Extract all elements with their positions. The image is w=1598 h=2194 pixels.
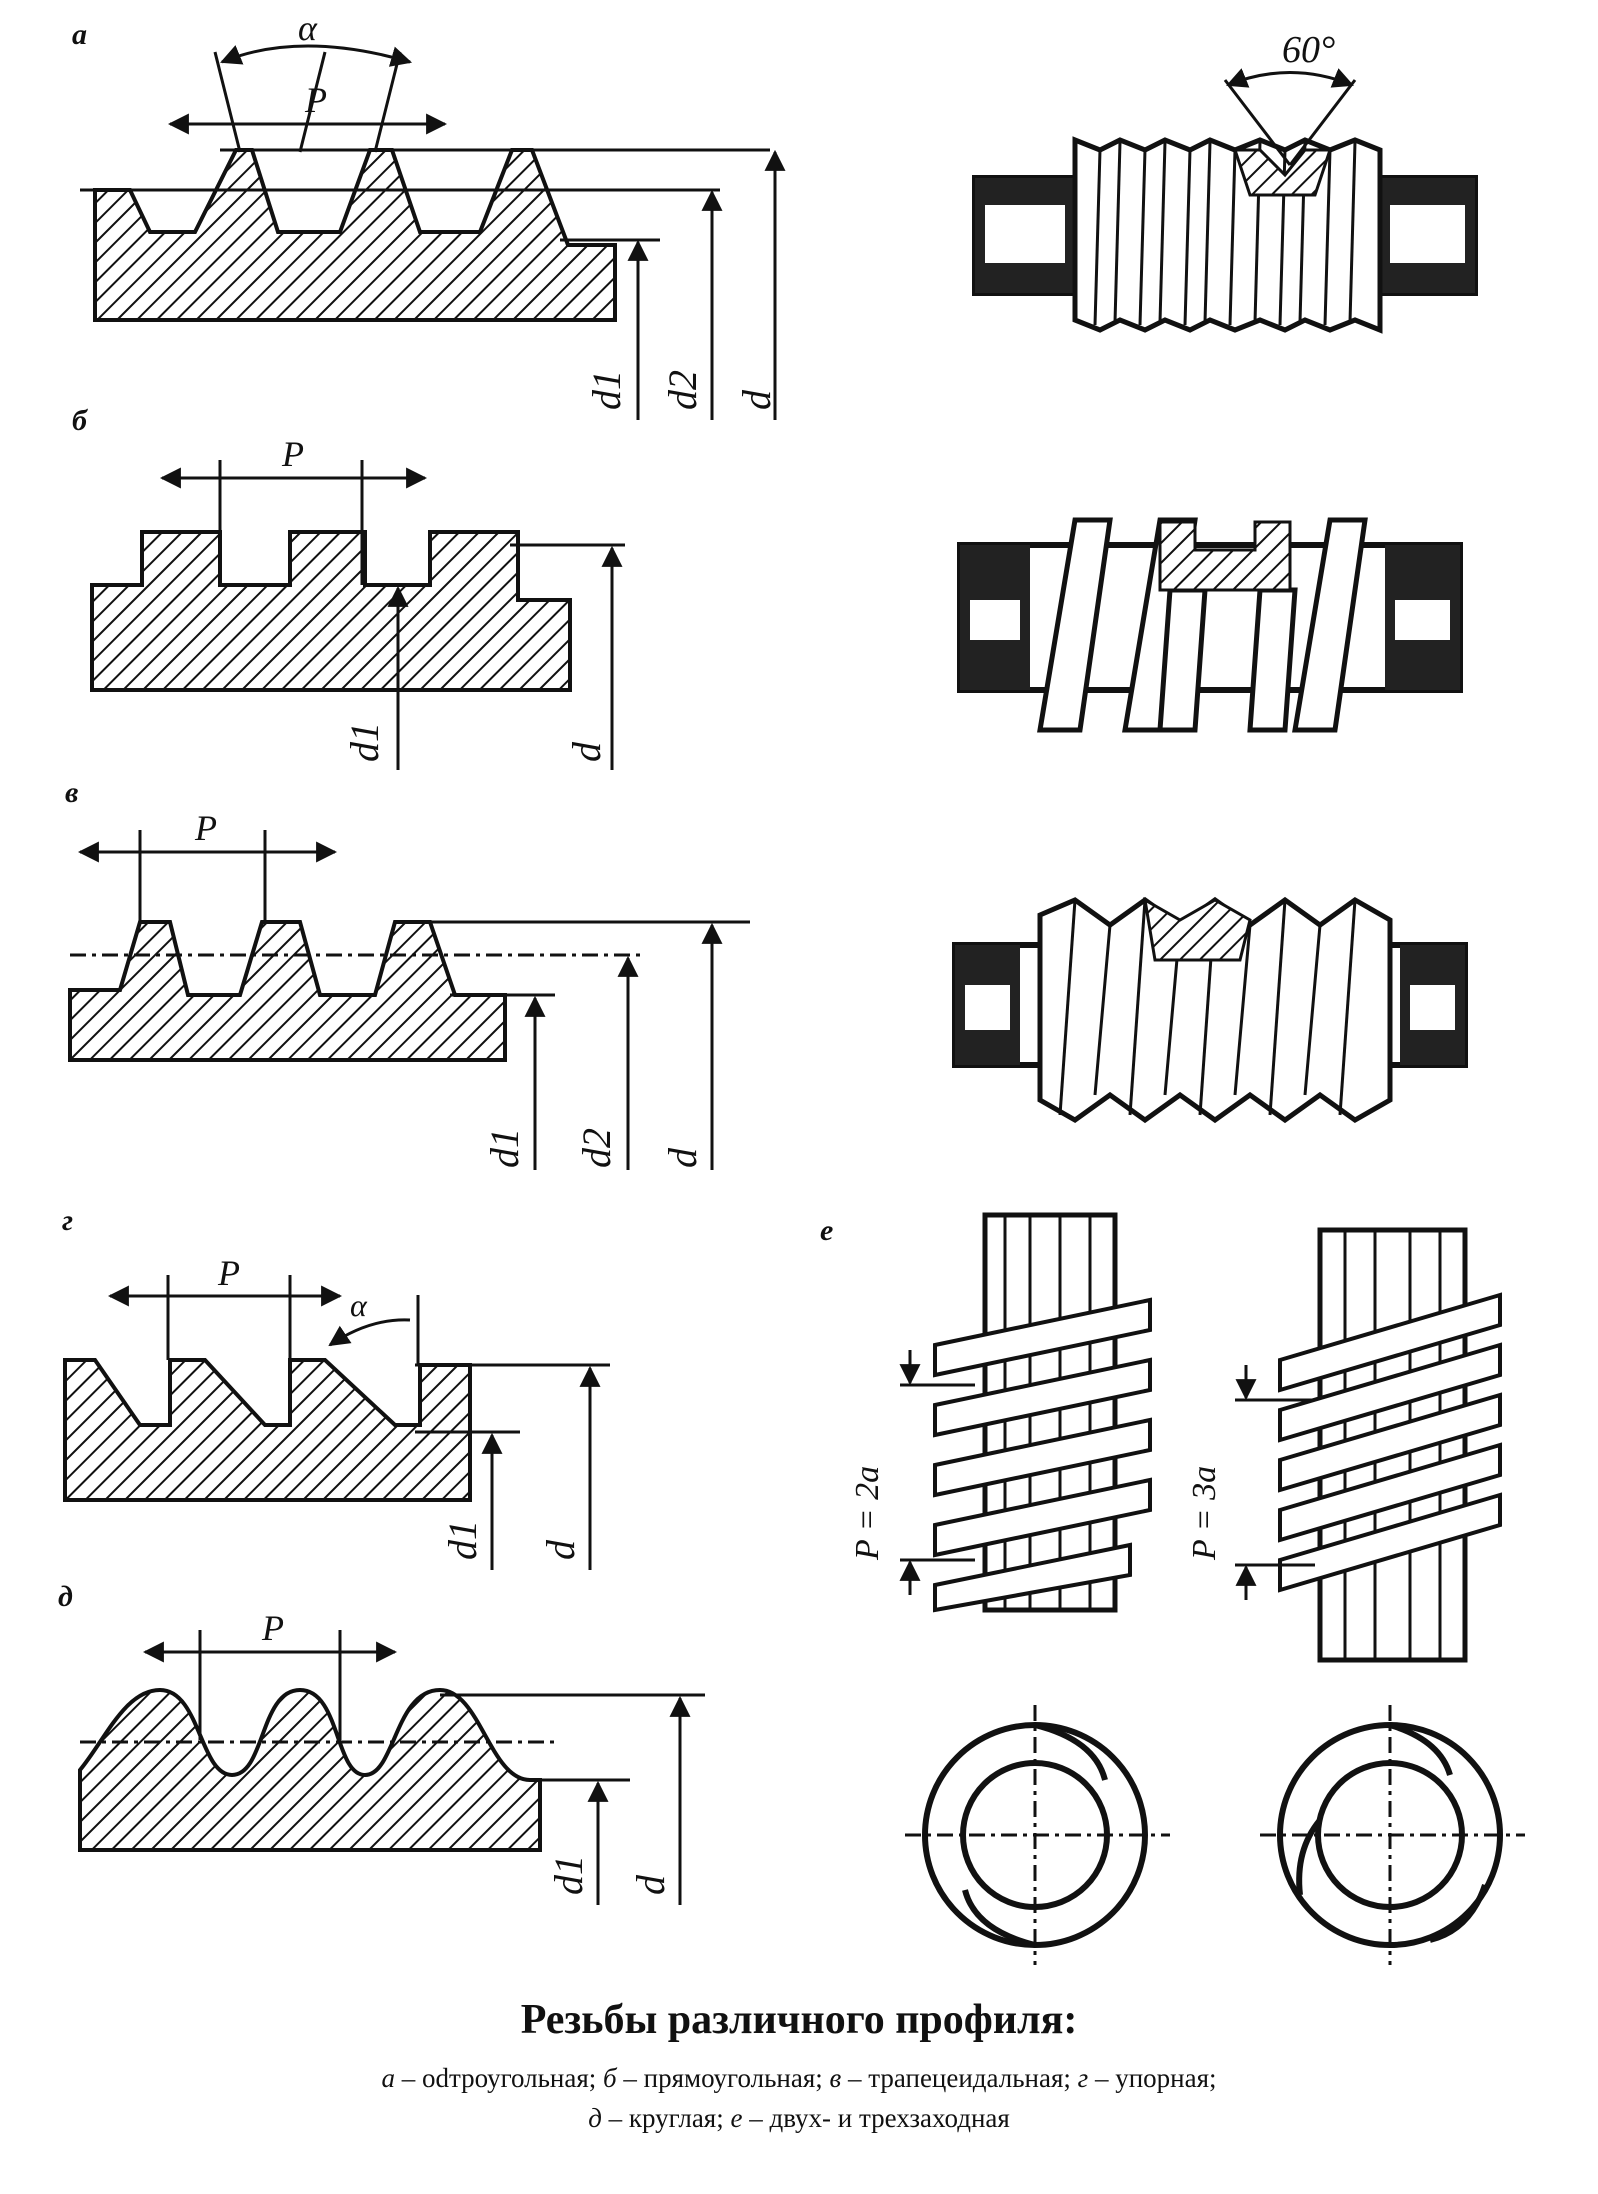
panel-a-letter: а — [72, 18, 87, 51]
panel-v-pitch-label: P — [194, 808, 217, 848]
panel-g-d1-label: d1 — [440, 1520, 485, 1560]
panel-dd: д P d1 d — [58, 1580, 705, 1905]
panel-v-d-label: d — [660, 1147, 705, 1168]
panel-a-d2-label: d2 — [660, 370, 705, 410]
caption-line-1: а – оdтроугольная; б – прямоугольная; в … — [0, 2063, 1598, 2094]
panel-e-letter: е — [820, 1214, 833, 1247]
panel-a-angle-label: α — [298, 8, 318, 48]
panel-v-letter: в — [65, 776, 78, 809]
panel-v-profile — [68, 920, 507, 1062]
panel-e: е P = 2a — [820, 1212, 1525, 1965]
three-start-screw: P = 3a — [1186, 1227, 1502, 1663]
panel-g-letter: г — [62, 1204, 73, 1237]
panel-dd-d1-label: d1 — [546, 1855, 591, 1895]
caption-item-b: б – прямоугольная; — [603, 2063, 830, 2093]
panel-dd-pitch-label: P — [261, 1608, 284, 1648]
screw-v-illustration — [952, 896, 1468, 1124]
screw-b-illustration — [957, 517, 1463, 733]
caption-item-a: а – оdтроугольная; — [381, 2063, 604, 2093]
panel-a: а α P d1 d2 d — [72, 8, 786, 420]
panel-a-pitch-label: P — [304, 80, 327, 120]
panel-v-d2-label: d2 — [574, 1128, 619, 1168]
caption-line-2: д – круглая; е – двух- и трехзаходная — [0, 2103, 1598, 2134]
screw-a-illustration: 60° — [972, 29, 1478, 334]
panel-b-d1-label: d1 — [342, 722, 387, 762]
panel-a-profile — [93, 148, 617, 322]
panel-dd-profile — [78, 1687, 542, 1852]
panel-g-profile — [63, 1358, 472, 1502]
panel-g-d-label: d — [538, 1539, 583, 1560]
panel-v: в P d1 d2 d — [65, 776, 750, 1170]
panel-g-angle-label: α — [350, 1287, 368, 1323]
panel-dd-d-label: d — [628, 1874, 673, 1895]
panel-b: б P d1 d — [72, 404, 625, 770]
two-start-screw: P = 2a — [849, 1212, 1152, 1613]
panel-dd-letter: д — [58, 1580, 73, 1613]
panel-b-pitch-label: P — [281, 434, 304, 474]
three-start-pitch-label: P = 3a — [1186, 1466, 1223, 1561]
caption-item-g: г – упорная; — [1077, 2063, 1217, 2093]
panel-g-pitch-label: P — [217, 1253, 240, 1293]
panel-b-profile — [90, 530, 572, 692]
caption-item-e: е – двух- и трехзаходная — [730, 2103, 1010, 2133]
panel-a-d-label: d — [734, 389, 779, 410]
panel-a-d1-label: d1 — [584, 370, 629, 410]
panel-g: г P α d1 d — [62, 1204, 610, 1570]
caption-item-v: в – трапецеидальная; — [829, 2063, 1078, 2093]
two-start-pitch-label: P = 2a — [849, 1466, 886, 1561]
caption-title: Резьбы различного профиля: — [520, 1997, 1078, 2043]
caption-item-dd: д – круглая; — [588, 2103, 731, 2133]
panel-b-letter: б — [72, 404, 88, 437]
two-start-end-view — [905, 1705, 1170, 1965]
screw-a-angle-label: 60° — [1282, 29, 1335, 71]
three-start-end-view — [1260, 1705, 1525, 1965]
panel-v-d1-label: d1 — [482, 1128, 527, 1168]
panel-b-d-label: d — [564, 741, 609, 762]
